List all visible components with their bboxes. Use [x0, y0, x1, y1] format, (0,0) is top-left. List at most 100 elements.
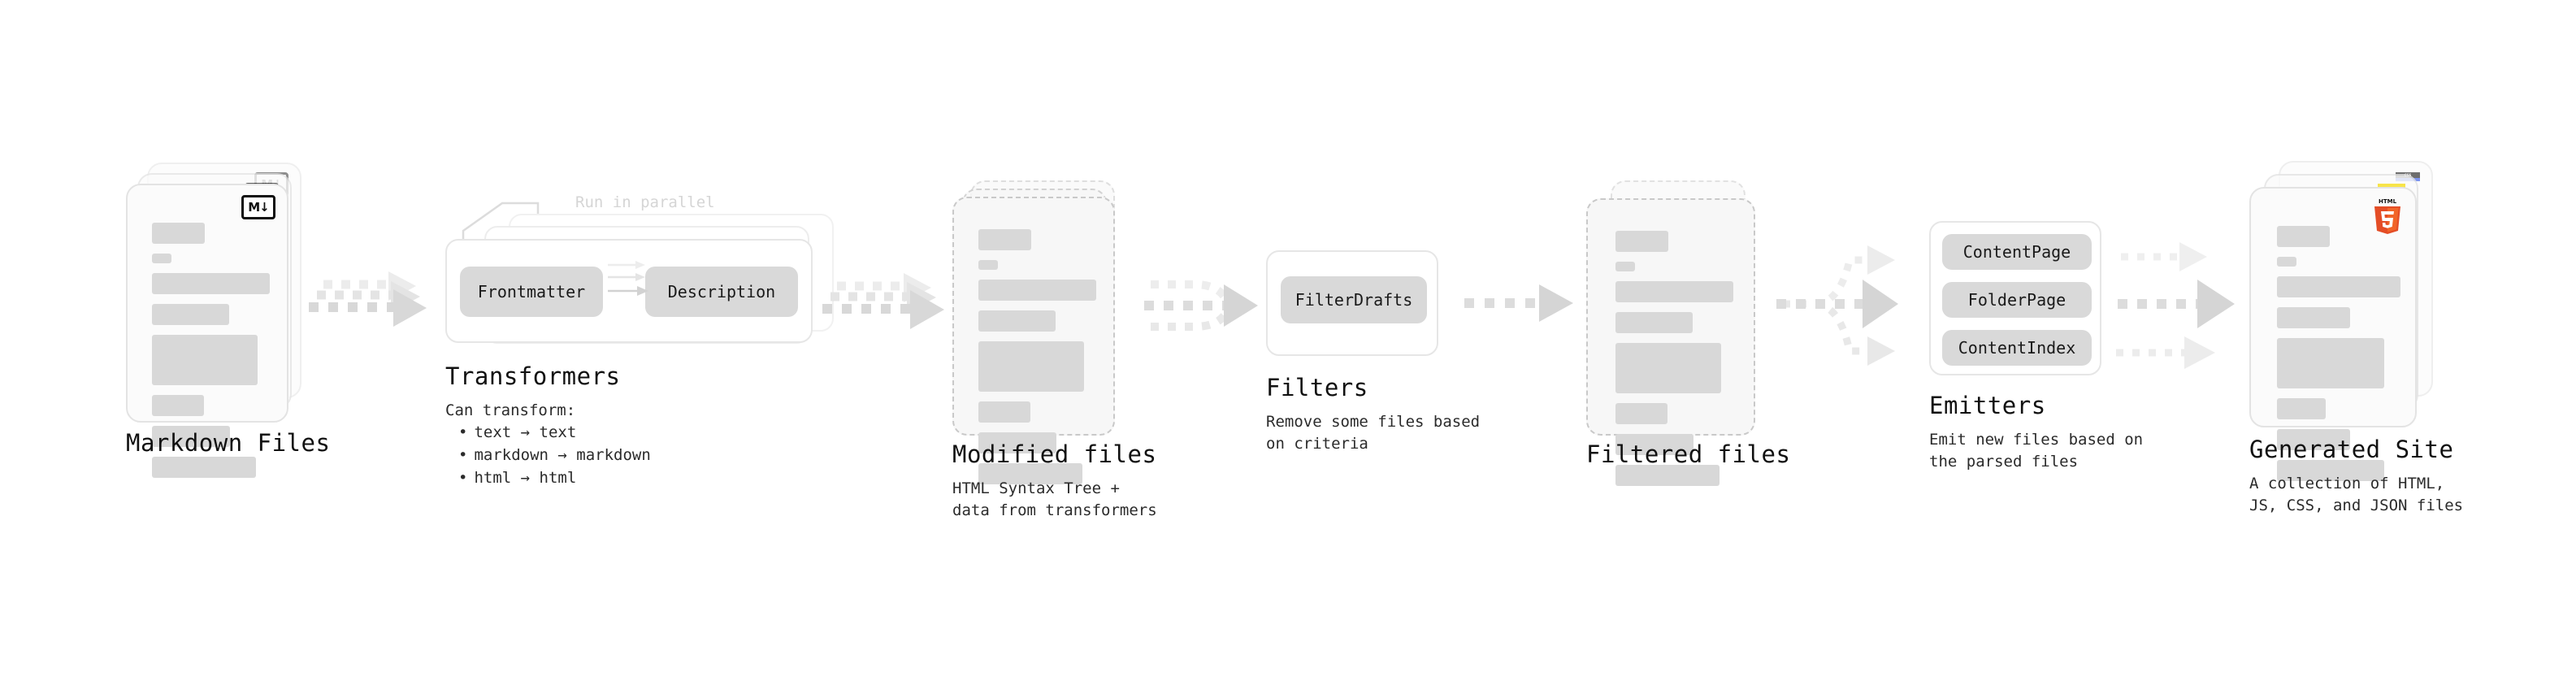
emitters-panel[interactable]: ContentPage FolderPage ContentIndex — [1929, 221, 2101, 375]
content-bar — [152, 304, 229, 325]
caption-modified-files: Modified files HTML Syntax Tree + data f… — [952, 440, 1157, 523]
description-line: on criteria — [1266, 435, 1368, 453]
content-bar — [1615, 262, 1635, 271]
run-in-parallel-label: Run in parallel — [575, 193, 715, 211]
svg-text:HTML: HTML — [2379, 198, 2397, 205]
content-bar — [152, 426, 230, 447]
content-bar — [1615, 231, 1668, 252]
content-bar — [978, 280, 1096, 301]
content-bar — [2277, 429, 2350, 450]
content-bar — [152, 335, 258, 385]
stage-description: HTML Syntax Tree + data from transformer… — [952, 478, 1157, 523]
content-bar — [1615, 281, 1733, 302]
filtered-file-stack — [1586, 180, 1773, 486]
content-bar — [978, 229, 1031, 250]
content-bar — [1615, 343, 1721, 393]
stage-description: Can transform: text → text markdown → ma… — [445, 400, 651, 489]
card-content — [152, 223, 270, 488]
stage-description: Emit new files based on the parsed files — [1929, 429, 2143, 474]
content-bar — [978, 310, 1056, 332]
modified-file-stack — [952, 180, 1139, 484]
connector-markdown-to-transformers — [307, 268, 437, 358]
stage-title: Transformers — [445, 362, 621, 390]
caption-markdown-files: Markdown Files — [126, 429, 331, 457]
content-bar — [152, 223, 205, 244]
content-bar — [978, 341, 1084, 392]
content-bar — [152, 395, 204, 416]
connector-emitters-to-site — [2113, 229, 2259, 375]
stage-title: Filtered files — [1586, 440, 1791, 468]
description-line: the parsed files — [1929, 453, 2079, 471]
pill-contentpage[interactable]: ContentPage — [1942, 234, 2092, 270]
card-front — [1586, 198, 1755, 486]
caption-emitters: Emitters Emit new files based on the par… — [1929, 393, 2143, 474]
inner-arrows — [608, 261, 648, 296]
pill-filterdrafts[interactable]: FilterDrafts — [1281, 276, 1427, 323]
content-bar — [978, 401, 1030, 423]
stage-title: Emitters — [1929, 392, 2046, 419]
stage-title: Generated Site — [2249, 436, 2454, 463]
generated-site-file-stack: CSS JS HTML — [2249, 161, 2444, 481]
card-front: M↓ — [126, 184, 288, 478]
caption-filters: Filters Remove some files based on crite… — [1266, 375, 1480, 456]
card-content — [2277, 226, 2400, 491]
content-bar — [1615, 403, 1667, 424]
content-bar — [2277, 338, 2384, 388]
content-bar — [1615, 434, 1693, 455]
markdown-badge: M↓ — [241, 195, 275, 219]
stage-title: Markdown Files — [126, 429, 331, 457]
description-lead: Can transform: — [445, 401, 576, 419]
stage-description: Remove some files based on criteria — [1266, 411, 1480, 456]
content-bar — [2277, 460, 2384, 481]
content-bar — [1615, 465, 1720, 486]
connector-transformers-to-modified — [821, 268, 959, 358]
pill-folderpage[interactable]: FolderPage — [1942, 282, 2092, 318]
stage-filtered-files: Filtered files — [1586, 180, 1790, 486]
pill-frontmatter[interactable]: Frontmatter — [460, 267, 603, 317]
caption-filtered-files: Filtered files — [1586, 440, 1791, 468]
stage-modified-files: Modified files HTML Syntax Tree + data f… — [952, 180, 1157, 519]
card-front-html: HTML — [2249, 187, 2417, 481]
description-line: JS, CSS, and JSON files — [2249, 497, 2464, 515]
description-line: data from transformers — [952, 501, 1157, 520]
caption-generated-site: Generated Site A collection of HTML, JS,… — [2249, 436, 2463, 518]
transform-list: text → text markdown → markdown html → h… — [445, 422, 651, 490]
description-line: HTML Syntax Tree + — [952, 479, 1120, 497]
pill-contentindex[interactable]: ContentIndex — [1942, 330, 2092, 366]
content-bar — [2277, 226, 2330, 247]
connector-filtered-to-emitters — [1772, 229, 1926, 375]
content-bar — [2277, 307, 2350, 328]
filters-panel[interactable]: FilterDrafts — [1266, 250, 1438, 356]
connector-modified-to-filters — [1138, 260, 1268, 366]
card-content — [1615, 231, 1733, 496]
content-bar — [2277, 257, 2296, 267]
stage-title: Filters — [1266, 374, 1368, 401]
caption-transformers: Transformers Can transform: text → text … — [445, 362, 651, 489]
transform-item: text → text — [458, 422, 651, 445]
content-bar — [2277, 398, 2326, 419]
connector-filters-to-filtered — [1459, 283, 1589, 332]
content-bar — [2277, 276, 2400, 297]
content-bar — [978, 260, 998, 270]
content-bar — [152, 254, 171, 263]
pill-description[interactable]: Description — [645, 267, 798, 317]
stage-markdown-files: M↓ M↓ M↓ Markdown Files — [126, 163, 330, 478]
stage-title: Modified files — [952, 440, 1157, 468]
transformer-panel[interactable]: Frontmatter Description — [445, 239, 813, 343]
content-bar — [978, 432, 1056, 453]
html5-icon: HTML — [2371, 197, 2404, 234]
description-line: Emit new files based on — [1929, 430, 2144, 449]
content-bar — [152, 457, 256, 478]
description-line: A collection of HTML, — [2249, 474, 2445, 492]
transform-item: markdown → markdown — [458, 445, 650, 467]
card-content — [978, 229, 1096, 494]
transform-item: html → html — [458, 467, 651, 490]
parallel-bracket — [462, 202, 540, 242]
stage-description: A collection of HTML, JS, CSS, and JSON … — [2249, 473, 2463, 518]
description-line: Remove some files based — [1266, 412, 1481, 431]
stage-generated-site: CSS JS HTML — [2249, 161, 2463, 514]
content-bar — [1615, 312, 1693, 333]
content-bar — [978, 463, 1082, 484]
markdown-file-stack: M↓ M↓ M↓ — [126, 163, 313, 478]
